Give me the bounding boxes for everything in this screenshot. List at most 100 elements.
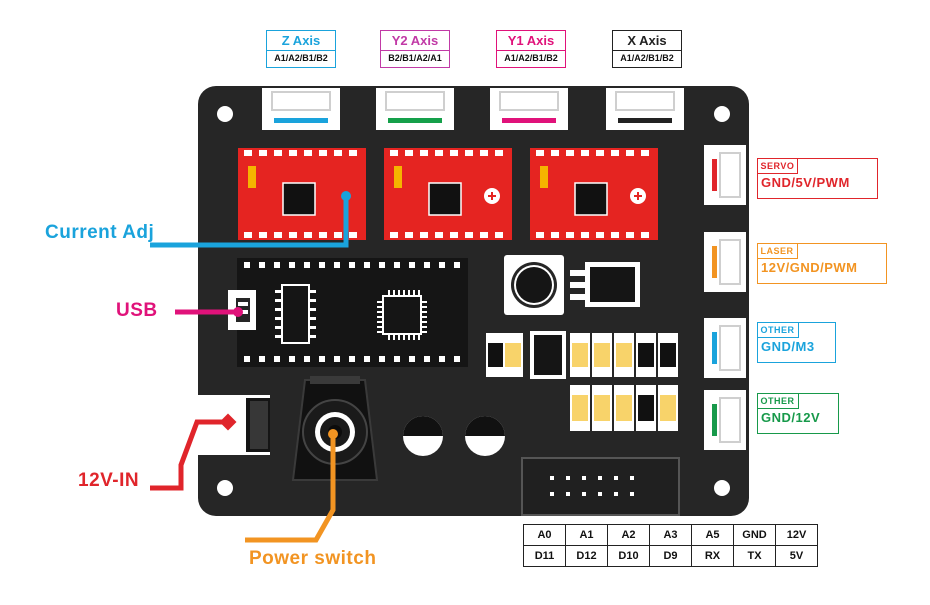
header-pin — [364, 262, 370, 268]
chip-leg — [309, 299, 316, 302]
chip-leg — [418, 335, 420, 340]
current-adj-callout: Current Adj — [45, 222, 155, 243]
driver-pin — [420, 232, 428, 238]
driver-pin — [274, 232, 282, 238]
table-cell: TX — [733, 545, 776, 567]
connector-slot — [385, 91, 445, 111]
smd-body — [616, 343, 632, 367]
table-cell: D12 — [565, 545, 608, 567]
driver-chip — [574, 182, 608, 216]
connector-type: OTHER — [756, 321, 799, 338]
smd-body — [616, 395, 632, 421]
smd-body — [594, 395, 610, 421]
driver-pin — [289, 150, 297, 156]
chip-leg — [309, 335, 316, 338]
buzzer — [504, 255, 564, 315]
servo-label: SERVO GND/5V/PWM — [756, 157, 878, 199]
motor-connectors — [262, 88, 684, 130]
current-adj-dot — [341, 191, 351, 201]
connector-slot — [271, 91, 331, 111]
driver-pin — [581, 232, 589, 238]
connector-slot — [719, 239, 741, 285]
driver-pin — [611, 232, 619, 238]
driver-chip — [428, 182, 462, 216]
chip-leg — [377, 301, 382, 303]
ic-chip-dip — [281, 284, 310, 344]
header-pin — [244, 262, 250, 268]
chip-leg — [388, 290, 390, 295]
driver-pin — [626, 232, 634, 238]
other-m3-label: OTHER GND/M3 — [756, 321, 836, 363]
driver-pin — [244, 150, 252, 156]
x-axis-label: X Axis A1/A2/B1/B2 — [612, 30, 682, 68]
dc-power-jack — [198, 395, 270, 455]
header-pin — [274, 356, 280, 362]
driver-pin — [349, 232, 357, 238]
connector-stripe — [712, 332, 717, 364]
chip-leg — [275, 335, 282, 338]
driver-pin — [596, 150, 604, 156]
driver-pin — [641, 150, 649, 156]
chip-leg — [275, 326, 282, 329]
header-pin — [439, 356, 445, 362]
chip-leg — [275, 299, 282, 302]
header-pin — [409, 356, 415, 362]
smd-resistors — [570, 385, 678, 431]
header-pin — [349, 356, 355, 362]
connector-pins: GND/M3 — [761, 339, 815, 354]
table-cell: A0 — [523, 524, 566, 546]
chip-leg — [422, 311, 427, 313]
axis-title: Z Axis — [267, 31, 335, 51]
table-cell: 5V — [775, 545, 818, 567]
driver-pin — [641, 232, 649, 238]
driver-pin — [566, 150, 574, 156]
chip-leg — [309, 326, 316, 329]
header-pin — [394, 356, 400, 362]
header-pin — [289, 262, 295, 268]
table-cell: D9 — [649, 545, 692, 567]
driver-pin — [480, 232, 488, 238]
table-cell: A2 — [607, 524, 650, 546]
header-pin — [334, 262, 340, 268]
header-pin — [439, 262, 445, 268]
smd-body — [638, 395, 654, 421]
header-pin — [550, 476, 554, 480]
header-pin — [630, 492, 634, 496]
chip-leg — [275, 290, 282, 293]
driver-pin — [304, 232, 312, 238]
mounting-hole — [714, 480, 730, 496]
power-in-callout: 12V-IN — [78, 470, 140, 491]
potentiometer-mark — [488, 192, 496, 200]
connector-type: SERVO — [756, 157, 799, 174]
power-in-dot — [219, 413, 237, 431]
header-pin — [259, 356, 265, 362]
connector-slot — [615, 91, 675, 111]
other-12v-label: OTHER GND/12V — [756, 392, 839, 434]
chip-leg — [275, 317, 282, 320]
driver-pin — [304, 150, 312, 156]
header-pin — [614, 492, 618, 496]
connector-stripe — [618, 118, 672, 123]
usb-dot — [233, 307, 243, 317]
chip-leg — [408, 335, 410, 340]
connector-slot — [719, 397, 741, 443]
chip-leg — [398, 335, 400, 340]
driver-pin — [566, 232, 574, 238]
chip-leg — [398, 290, 400, 295]
connector-stripe — [388, 118, 442, 123]
power-switch-callout: Power switch — [249, 548, 377, 569]
driver-pin — [319, 232, 327, 238]
header-pin — [566, 492, 570, 496]
header-pin — [550, 492, 554, 496]
header-pin — [379, 262, 385, 268]
connector-stripe — [712, 159, 717, 191]
driver-pin — [390, 150, 398, 156]
driver-pin — [349, 150, 357, 156]
table-cell: RX — [691, 545, 734, 567]
power-in-line — [150, 419, 230, 491]
driver-pin — [334, 232, 342, 238]
mounting-hole — [217, 106, 233, 122]
connector-stripe — [712, 246, 717, 278]
chip-leg — [422, 331, 427, 333]
smd-body — [572, 395, 588, 421]
